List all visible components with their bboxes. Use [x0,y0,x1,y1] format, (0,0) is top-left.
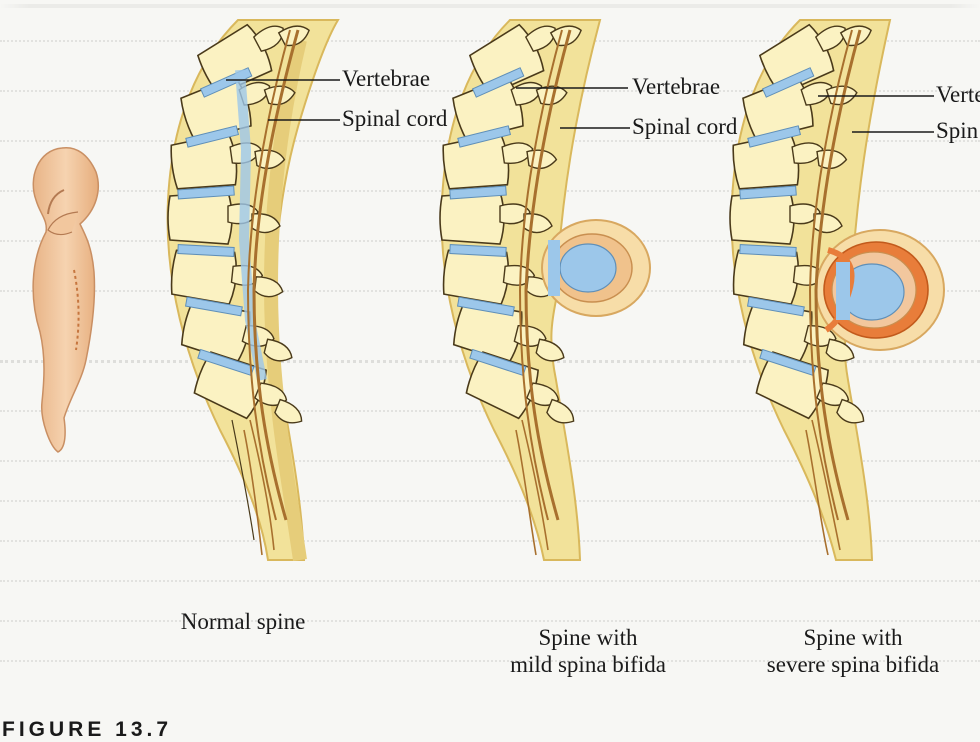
caption-mild-spina-bifida: Spine with mild spina bifida [488,624,688,678]
mild-cyst [541,219,651,317]
severe-cyst [815,229,945,351]
label-spinal-cord-normal: Spinal cord [342,106,448,131]
mild-spina-bifida-drawing [439,0,651,561]
caption-severe-line-2: severe spina bifida [766,652,940,677]
caption-mild-line-2: mild spina bifida [510,652,666,677]
severe-spina-bifida-drawing [729,0,945,561]
caption-normal-spine: Normal spine [180,609,306,634]
label-spinal-cord-severe: Spin [936,118,979,143]
caption-severe-line-1: Spine with [803,625,903,650]
leader-lines [226,79,934,133]
label-vertebrae-severe: Verte [936,82,980,107]
normal-spine-drawing [166,0,340,561]
label-vertebrae-normal: Vertebrae [342,66,431,91]
label-spinal-cord-mild: Spinal cord [632,114,738,139]
caption-severe-spina-bifida: Spine with severe spina bifida [748,624,958,678]
fetus-illustration [32,146,100,453]
caption-mild-line-1: Spine with [538,625,638,650]
figure-label: FIGURE 13.7 [2,718,173,741]
label-vertebrae-mild: Vertebrae [632,74,721,99]
